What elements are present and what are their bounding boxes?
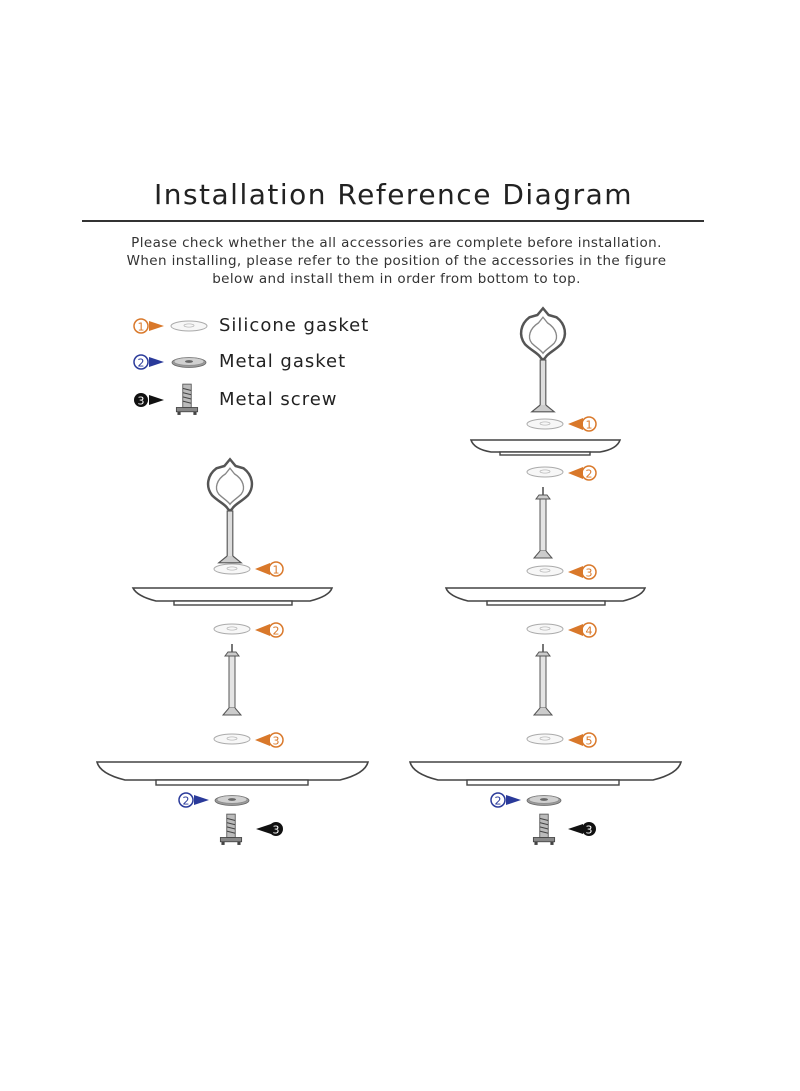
legend-label-metal-screw: Metal screw	[219, 389, 338, 410]
metal-gasket-icon	[171, 356, 207, 369]
legend-silicone-gasket: 1	[133, 318, 208, 334]
silicone-gasket-icon	[213, 563, 251, 575]
callout-5: 5	[568, 732, 597, 748]
svg-text:3: 3	[586, 567, 593, 580]
callout-marker: 3	[134, 393, 164, 408]
legend-label-metal-gasket: Metal gasket	[219, 351, 347, 372]
svg-text:3: 3	[273, 735, 280, 748]
legend-metal-screw: 3	[134, 383, 199, 416]
metal-screw-icon	[175, 383, 199, 416]
callout-2: 2	[568, 465, 597, 481]
callout-metal-screw: 3	[256, 822, 283, 837]
svg-text:1: 1	[138, 321, 145, 334]
svg-text:2: 2	[273, 625, 280, 638]
connector-post-icon	[222, 643, 242, 716]
silicone-gasket-icon	[213, 623, 251, 635]
svg-text:1: 1	[586, 419, 593, 432]
svg-text:2: 2	[586, 468, 593, 481]
instruction-line-3: below and install them in order from bot…	[212, 271, 581, 287]
connector-post-icon	[533, 486, 553, 559]
svg-text:3: 3	[273, 824, 280, 837]
callout-1: 1	[255, 561, 284, 577]
callout-marker: 1	[133, 318, 164, 334]
silicone-gasket-icon	[170, 320, 208, 332]
svg-text:2: 2	[138, 357, 145, 370]
instruction-line-1: Please check whether the all accessories…	[131, 235, 662, 251]
finial-top-icon	[519, 306, 567, 414]
callout-3: 3	[255, 732, 284, 748]
plate-lower	[95, 761, 370, 786]
callout-3: 3	[568, 564, 597, 580]
legend-label-silicone: Silicone gasket	[219, 315, 370, 336]
plate-upper	[131, 587, 334, 606]
legend-metal-gasket: 2	[133, 354, 207, 370]
metal-screw-icon	[532, 813, 556, 846]
callout-metal-gasket: 2	[178, 792, 209, 808]
svg-text:5: 5	[586, 735, 593, 748]
page-title: Installation Reference Diagram	[153, 178, 634, 211]
metal-screw-icon	[219, 813, 243, 846]
callout-metal-gasket: 2	[490, 792, 521, 808]
callout-2: 2	[255, 622, 284, 638]
plate-top	[469, 439, 622, 456]
three-tier-stand: 1 2 3 4	[408, 306, 683, 846]
metal-gasket-icon	[526, 794, 562, 807]
finial-top-icon	[206, 457, 254, 565]
silicone-gasket-icon	[526, 466, 564, 478]
silicone-gasket-icon	[526, 733, 564, 745]
silicone-gasket-icon	[526, 623, 564, 635]
svg-text:2: 2	[495, 795, 502, 808]
svg-text:4: 4	[586, 625, 593, 638]
callout-4: 4	[568, 622, 597, 638]
callout-metal-screw: 3	[568, 822, 596, 837]
connector-post-icon	[533, 643, 553, 716]
title-divider	[82, 220, 704, 222]
silicone-gasket-icon	[526, 418, 564, 430]
svg-text:2: 2	[183, 795, 190, 808]
metal-gasket-icon	[214, 794, 250, 807]
two-tier-stand: 1 2 3 2	[95, 457, 370, 846]
plate-middle	[444, 587, 647, 606]
callout-1: 1	[568, 416, 597, 432]
instruction-line-2: When installing, please refer to the pos…	[126, 253, 667, 269]
plate-bottom	[408, 761, 683, 786]
svg-text:1: 1	[273, 564, 280, 577]
callout-marker: 2	[133, 354, 164, 370]
svg-text:3: 3	[586, 824, 593, 837]
svg-text:3: 3	[138, 395, 145, 408]
silicone-gasket-icon	[526, 565, 564, 577]
silicone-gasket-icon	[213, 733, 251, 745]
